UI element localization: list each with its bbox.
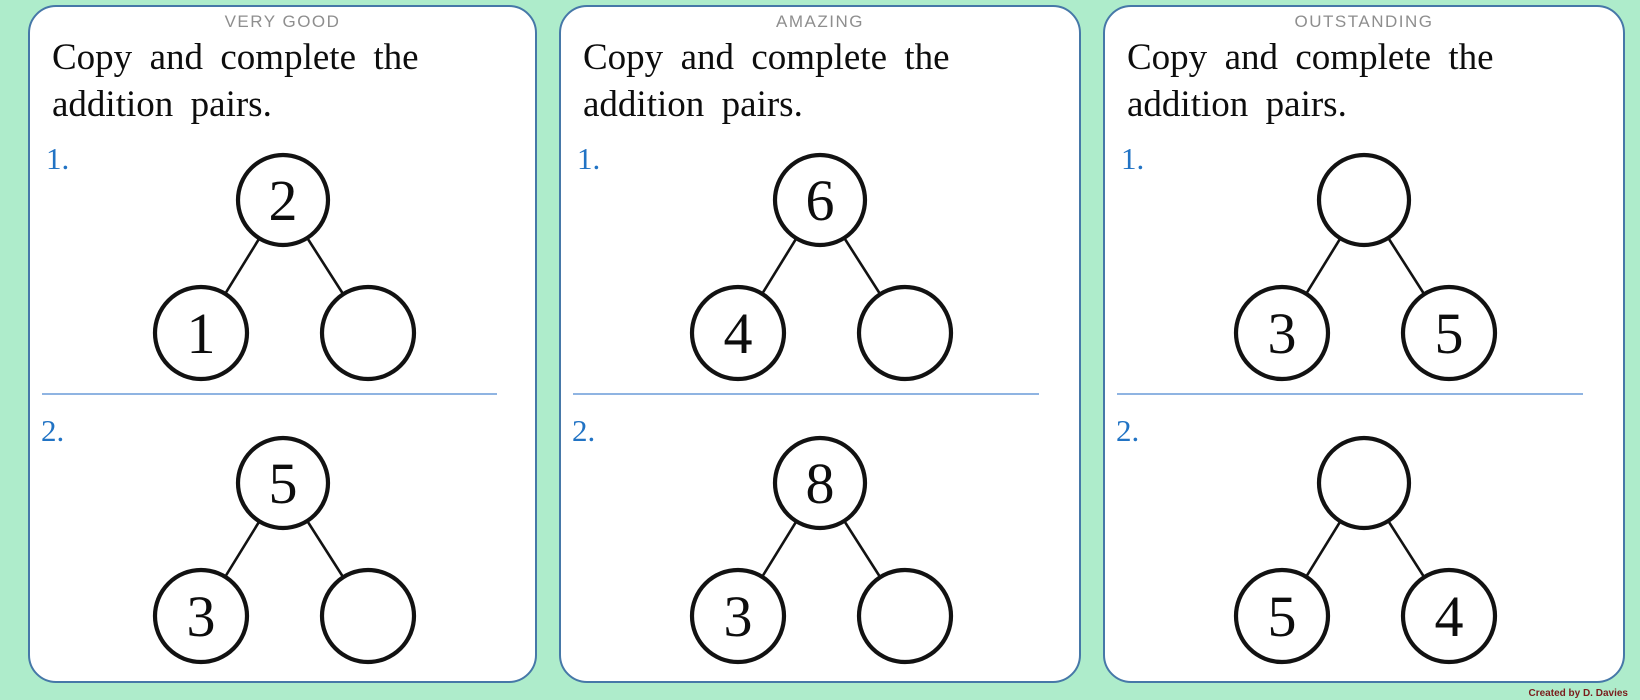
bond-value-top: 8 [806, 451, 835, 516]
bond-value-left: 3 [186, 584, 215, 649]
bond-circle-top [235, 152, 330, 248]
attribution-credit: Created by D. Davies [1528, 688, 1629, 699]
bond-circle-left [1233, 567, 1331, 665]
bond-value-left: 4 [724, 301, 753, 366]
number-bond-diagram: 5 4 [1233, 435, 1498, 665]
bond-circle-left [152, 284, 249, 382]
award-label: AMAZING [776, 12, 864, 31]
bond-circle-right [856, 284, 954, 382]
problem-number: 2. [572, 413, 596, 448]
bond-value-top: 2 [268, 168, 297, 233]
bond-circle-right [319, 567, 416, 665]
bond-circle-left [152, 567, 249, 665]
number-bond-diagram: 6 4 [689, 152, 954, 382]
problem-divider [573, 393, 1040, 395]
bond-value-right: 5 [1435, 301, 1464, 366]
bond-circle-left [1233, 284, 1331, 382]
number-bond-diagram: 8 3 [689, 435, 954, 665]
problem-number: 1. [1121, 141, 1145, 176]
problem-number: 1. [46, 141, 70, 176]
worksheet-card-very-good: VERY GOOD Copy and complete the addition… [28, 5, 537, 683]
worksheet-title: Copy and complete the addition pairs. [52, 37, 419, 125]
award-label: VERY GOOD [224, 12, 341, 31]
number-bond-diagram: 3 5 [1233, 152, 1498, 382]
bond-circle-top [1316, 152, 1412, 248]
bond-circle-top [772, 435, 868, 531]
number-bond-diagram: 2 1 [152, 152, 416, 382]
bond-circle-top [772, 152, 868, 248]
worksheet-title: Copy and complete the addition pairs. [1127, 37, 1494, 125]
worksheet-card-amazing: AMAZING Copy and complete the addition p… [559, 5, 1081, 683]
bond-value-top: 5 [268, 451, 297, 516]
worksheet-card-outstanding: OUTSTANDING Copy and complete the additi… [1103, 5, 1625, 683]
bond-value-left: 1 [186, 301, 215, 366]
problem-number: 2. [41, 413, 65, 448]
problem-divider [42, 393, 497, 395]
bond-circle-right [1400, 567, 1498, 665]
bond-circle-left [689, 567, 787, 665]
bond-value-left: 5 [1268, 584, 1297, 649]
bond-circle-left [689, 284, 787, 382]
bond-value-right: 4 [1435, 584, 1464, 649]
bond-circle-top [1316, 435, 1412, 531]
bond-circle-right [856, 567, 954, 665]
award-label: OUTSTANDING [1294, 12, 1434, 31]
bond-circle-right [319, 284, 416, 382]
bond-circle-right [1400, 284, 1498, 382]
worksheet-title: Copy and complete the addition pairs. [583, 37, 950, 125]
problem-divider [1117, 393, 1584, 395]
number-bond-diagram: 5 3 [152, 435, 416, 665]
bond-value-left: 3 [1268, 301, 1297, 366]
bond-value-top: 6 [806, 168, 835, 233]
problem-number: 1. [577, 141, 601, 176]
problem-number: 2. [1116, 413, 1140, 448]
bond-circle-top [235, 435, 330, 531]
bond-value-left: 3 [724, 584, 753, 649]
